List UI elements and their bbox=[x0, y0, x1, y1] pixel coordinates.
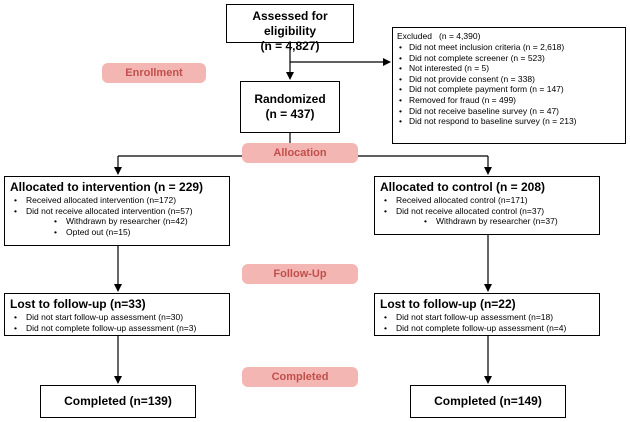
excluded-heading: Excluded (n = 4,390) bbox=[397, 31, 481, 41]
list-item: Did not complete screener (n = 523) bbox=[397, 53, 621, 64]
intervention-title: Allocated to intervention (n = 229) bbox=[10, 180, 204, 194]
randomized-count: (n = 437) bbox=[265, 107, 315, 121]
control-completed-box: Completed (n=149) bbox=[410, 385, 566, 418]
intervention-completed-box: Completed (n=139) bbox=[40, 385, 196, 418]
list-item: Did not start follow-up assessment (n=30… bbox=[10, 312, 224, 323]
excluded-box: Excluded (n = 4,390) Did not meet inclus… bbox=[392, 27, 626, 144]
list-item: Removed for fraud (n = 499) bbox=[397, 95, 621, 106]
list-item: Received allocated intervention (n=172) bbox=[10, 195, 224, 206]
list-item: Did not respond to baseline survey (n = … bbox=[397, 116, 621, 127]
intervention-completed-label: Completed (n=139) bbox=[64, 394, 172, 408]
list-item: Not interested (n = 5) bbox=[397, 63, 621, 74]
control-lost-box: Lost to follow-up (n=22) Did not start f… bbox=[374, 293, 600, 336]
control-lost-list: Did not start follow-up assessment (n=18… bbox=[380, 312, 594, 333]
assessed-box: Assessed for eligibility (n = 4,827) bbox=[226, 4, 354, 53]
list-item: Did not receive allocated intervention (… bbox=[10, 206, 224, 217]
intervention-lost-title: Lost to follow-up (n=33) bbox=[10, 297, 146, 311]
phase-enrollment: Enrollment bbox=[102, 63, 206, 83]
list-item: Did not receive allocated control (n=37) bbox=[380, 206, 594, 217]
excluded-list: Did not meet inclusion criteria (n = 2,6… bbox=[397, 42, 621, 127]
list-item: Did not provide consent (n = 338) bbox=[397, 74, 621, 85]
control-lost-title: Lost to follow-up (n=22) bbox=[380, 297, 516, 311]
phase-completed: Completed bbox=[242, 367, 358, 387]
list-item: Received allocated control (n=171) bbox=[380, 195, 594, 206]
list-item: Did not complete follow-up assessment (n… bbox=[10, 323, 224, 334]
list-item: Opted out (n=15) bbox=[10, 227, 224, 238]
intervention-lost-box: Lost to follow-up (n=33) Did not start f… bbox=[4, 293, 230, 336]
phase-follow-up: Follow-Up bbox=[242, 264, 358, 284]
list-item: Did not complete follow-up assessment (n… bbox=[380, 323, 594, 334]
randomized-box: Randomized (n = 437) bbox=[240, 81, 340, 133]
control-allocation-box: Allocated to control (n = 208) Received … bbox=[374, 176, 600, 235]
control-completed-label: Completed (n=149) bbox=[434, 394, 542, 408]
list-item: Did not start follow-up assessment (n=18… bbox=[380, 312, 594, 323]
intervention-list: Received allocated intervention (n=172) … bbox=[10, 195, 224, 237]
list-item: Withdrawn by researcher (n=37) bbox=[380, 216, 594, 227]
list-item: Did not receive baseline survey (n = 47) bbox=[397, 106, 621, 117]
assessed-title: Assessed for eligibility bbox=[252, 9, 328, 38]
control-title: Allocated to control (n = 208) bbox=[380, 180, 546, 194]
intervention-allocation-box: Allocated to intervention (n = 229) Rece… bbox=[4, 176, 230, 246]
phase-allocation: Allocation bbox=[242, 143, 358, 163]
intervention-lost-list: Did not start follow-up assessment (n=30… bbox=[10, 312, 224, 333]
randomized-title: Randomized bbox=[254, 92, 326, 106]
list-item: Did not complete payment form (n = 147) bbox=[397, 84, 621, 95]
assessed-count: (n = 4,827) bbox=[260, 39, 320, 53]
control-list: Received allocated control (n=171) Did n… bbox=[380, 195, 594, 227]
list-item: Did not meet inclusion criteria (n = 2,6… bbox=[397, 42, 621, 53]
list-item: Withdrawn by researcher (n=42) bbox=[10, 216, 224, 227]
